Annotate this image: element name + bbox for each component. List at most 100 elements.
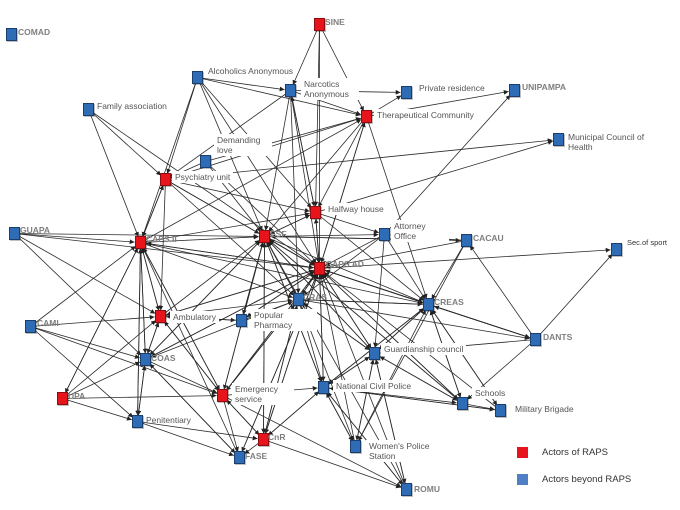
node-upa bbox=[57, 392, 68, 405]
edge-WPS-NCP bbox=[326, 392, 356, 447]
edge-AO-CAPSAD bbox=[324, 234, 385, 267]
node-label-sine: SINE bbox=[325, 17, 345, 27]
legend-label-beyond: Actors beyond RAPS bbox=[542, 474, 632, 485]
node-label-demanding-love: Demanding love bbox=[214, 134, 272, 156]
edge-PU-CRAS bbox=[165, 179, 295, 296]
edge-FA-CAPSII bbox=[88, 109, 139, 238]
node-label-caps-ad: CAPS AD bbox=[326, 259, 364, 269]
edge-TC-PR bbox=[366, 95, 402, 117]
node-label-national-civil-police: National Civil Police bbox=[333, 380, 415, 392]
edge-CAPSII-CRAS bbox=[140, 242, 293, 299]
edge-CnR-CAPSAD bbox=[263, 274, 319, 440]
edge-COAS-CAPSAD bbox=[145, 270, 315, 360]
edge-NA-CRAS bbox=[290, 90, 301, 294]
node-halfway-house bbox=[310, 206, 321, 219]
edge-ESF-AO bbox=[264, 232, 379, 238]
node-sec-of-sport bbox=[611, 243, 622, 256]
node-alcoholics-anonymous bbox=[192, 71, 203, 84]
edge-GUAPA-AMB bbox=[14, 233, 156, 314]
node-sine bbox=[314, 18, 325, 31]
node-creas bbox=[423, 298, 434, 311]
edge-CAPSAD-HH bbox=[313, 218, 320, 269]
edge-ES-ROMU bbox=[222, 395, 402, 488]
edge-GC-CAPSAD bbox=[322, 273, 375, 354]
node-label-therapeutical-community: Therapeutical Community bbox=[374, 109, 477, 121]
legend-label-raps: Actors of RAPS bbox=[542, 447, 608, 458]
edge-MB-CAPSAD bbox=[323, 271, 501, 411]
edge-TC-CREAS bbox=[366, 116, 428, 299]
node-guapa bbox=[9, 227, 20, 240]
node-label-emergency-service: Emergency service bbox=[232, 383, 294, 405]
edge-NCP-CAPSAD bbox=[317, 274, 324, 388]
node-label-caps-ii: CAPS II bbox=[146, 234, 177, 244]
legend-swatch-raps bbox=[517, 447, 528, 458]
edge-UPA-ES bbox=[62, 393, 217, 399]
node-label-sec-of-sport: Sec.of sport bbox=[627, 238, 668, 247]
node-label-halfway-house: Halfway house bbox=[325, 203, 387, 215]
node-label-cacau: CACAU bbox=[473, 233, 504, 243]
edge-ES-AMB bbox=[163, 320, 223, 396]
edge-CACAU-CAPSAD bbox=[325, 240, 467, 269]
edge-UPA-COAS bbox=[62, 361, 141, 399]
node-label-alcoholics-anonymous: Alcoholics Anonymous bbox=[205, 65, 297, 77]
edge-SCH-ESF bbox=[268, 240, 463, 404]
node-label-upa: UPA bbox=[68, 391, 86, 401]
node-label-penitentiary: Penitentiary bbox=[146, 415, 191, 425]
node-romu bbox=[401, 483, 412, 496]
node-fase bbox=[234, 451, 245, 464]
node-cami bbox=[25, 320, 36, 333]
edge-GUAPA-COAS bbox=[14, 233, 142, 356]
edge-DANTS-CACAU bbox=[469, 245, 536, 340]
node-caps-ii bbox=[135, 236, 146, 249]
edge-HH-MCH bbox=[315, 140, 553, 213]
edge-HH-CREAS bbox=[315, 212, 425, 302]
edge-AO-CRAS bbox=[303, 234, 385, 297]
edge-UPA-CAPSII bbox=[62, 247, 139, 399]
node-label-coas: COAS bbox=[151, 353, 176, 363]
legend-swatch-beyond bbox=[517, 474, 528, 485]
edge-PEN-FASE bbox=[137, 421, 234, 457]
edge-SINE-HH bbox=[313, 24, 320, 207]
edge-TC-ESF bbox=[268, 116, 367, 233]
node-guardianship-council bbox=[369, 347, 380, 360]
edge-COAS-ESF bbox=[145, 240, 261, 360]
edge-PEN-CAPSII bbox=[137, 248, 143, 422]
node-cacau bbox=[461, 234, 472, 247]
edge-UPA-AMB bbox=[62, 320, 157, 399]
edge-FASE-COAS bbox=[149, 363, 240, 458]
edge-NA-ESF bbox=[264, 90, 291, 231]
edge-PEN-CnR bbox=[137, 421, 258, 441]
node-label-creas: CREAS bbox=[434, 297, 464, 307]
edge-GUAPA-ESF bbox=[14, 233, 259, 239]
node-label-military-brigade: Military Brigade bbox=[515, 404, 574, 414]
edge-ES-FASE bbox=[222, 395, 239, 452]
node-label-family-association: Family association bbox=[97, 101, 167, 111]
node-schools bbox=[457, 397, 468, 410]
node-private-residence bbox=[401, 86, 412, 99]
node-label-ambulatory: Ambulatory bbox=[170, 311, 219, 323]
edge-FASE-CAPSAD bbox=[239, 273, 318, 458]
edge-CnR-NCP bbox=[263, 391, 320, 440]
node-narcotics-anonymous bbox=[285, 84, 296, 97]
node-ambulatory bbox=[155, 310, 166, 323]
node-label-fase: FASE bbox=[245, 451, 268, 461]
edge-COAS-CAPSII bbox=[138, 248, 146, 360]
edge-CACAU-CREAS bbox=[431, 240, 467, 300]
node-label-guapa: GUAPA bbox=[20, 225, 51, 235]
edge-AO-UNIPAMPA bbox=[384, 94, 511, 235]
edge-CnR-ESF bbox=[262, 242, 267, 440]
edge-PEN-COAS bbox=[137, 365, 147, 422]
edge-CAPSAD-TC bbox=[319, 122, 366, 269]
edge-CAPSII-PU bbox=[140, 184, 164, 243]
edge-SCH-CAPSAD bbox=[323, 272, 463, 404]
node-family-association bbox=[83, 103, 94, 116]
node-coas bbox=[140, 353, 151, 366]
node-label-guardianship-council: Guardianship council bbox=[381, 343, 467, 355]
node-comad bbox=[6, 28, 17, 41]
node-cras bbox=[293, 293, 304, 306]
node-label-popular-pharmacy: Popular Pharmacy bbox=[251, 309, 317, 331]
edge-DANTS-CREAS bbox=[434, 305, 536, 340]
node-caps-ad bbox=[314, 262, 325, 275]
